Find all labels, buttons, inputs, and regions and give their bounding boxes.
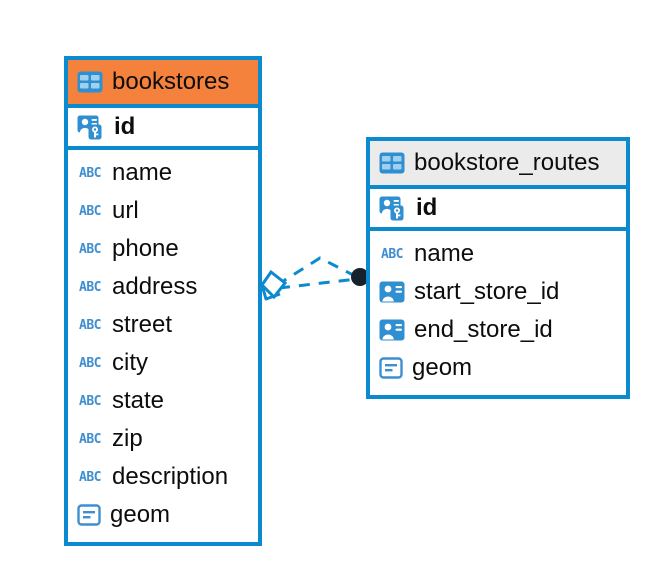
column-row-end-store-id[interactable]: end_store_id <box>370 311 626 349</box>
column-row-primary-key[interactable]: id <box>370 185 626 231</box>
column-label: name <box>112 159 173 186</box>
table-title: bookstore_routes <box>414 149 600 176</box>
column-label: geom <box>412 354 473 381</box>
primary-key-icon <box>77 115 102 140</box>
table-icon <box>379 152 405 174</box>
column-label: end_store_id <box>414 316 553 343</box>
foreign-key-icon <box>379 281 405 303</box>
column-row-phone[interactable]: ABC phone <box>68 230 258 268</box>
table-bookstore-routes[interactable]: bookstore_routes id ABC name <box>366 137 630 399</box>
text-type-icon: ABC <box>79 241 101 257</box>
column-label: address <box>112 273 198 300</box>
column-row-city[interactable]: ABC city <box>68 344 258 382</box>
relationship-diamond-endpoint <box>260 269 288 301</box>
text-type-icon: ABC <box>79 279 101 295</box>
column-row-url[interactable]: ABC url <box>68 192 258 230</box>
column-label: description <box>112 463 229 490</box>
table-header-bookstores[interactable]: bookstores <box>68 60 258 104</box>
text-type-icon: ABC <box>79 355 101 371</box>
column-list-bookstores: ABC name ABC url ABC phone ABC address A… <box>68 150 258 534</box>
column-label: name <box>414 240 475 267</box>
text-type-icon: ABC <box>79 165 101 181</box>
column-label: url <box>112 197 139 224</box>
text-type-icon: ABC <box>381 246 403 262</box>
column-row-zip[interactable]: ABC zip <box>68 420 258 458</box>
text-type-icon: ABC <box>79 431 101 447</box>
table-icon <box>77 71 103 93</box>
column-row-geom[interactable]: geom <box>370 349 626 387</box>
column-row-geom[interactable]: geom <box>68 496 258 534</box>
table-bookstores[interactable]: bookstores id ABC name <box>64 56 262 546</box>
text-type-icon: ABC <box>79 393 101 409</box>
text-type-icon: ABC <box>79 469 101 485</box>
table-header-bookstore-routes[interactable]: bookstore_routes <box>370 141 626 185</box>
geometry-type-icon <box>379 357 403 379</box>
column-label: start_store_id <box>414 278 560 305</box>
text-type-icon: ABC <box>79 317 101 333</box>
table-title: bookstores <box>112 68 230 95</box>
relationship-line-upper <box>276 256 358 287</box>
foreign-key-icon <box>379 319 405 341</box>
primary-key-icon <box>379 196 404 221</box>
column-row-primary-key[interactable]: id <box>68 104 258 150</box>
column-label: id <box>114 113 136 140</box>
column-label: phone <box>112 235 179 262</box>
column-label: city <box>112 349 148 376</box>
text-type-icon: ABC <box>79 203 101 219</box>
column-row-name[interactable]: ABC name <box>68 154 258 192</box>
column-row-name[interactable]: ABC name <box>370 235 626 273</box>
column-list-bookstore-routes: ABC name start_store_id <box>370 231 626 387</box>
column-row-state[interactable]: ABC state <box>68 382 258 420</box>
column-label: geom <box>110 501 171 528</box>
column-row-description[interactable]: ABC description <box>68 458 258 496</box>
column-label: street <box>112 311 173 338</box>
column-row-address[interactable]: ABC address <box>68 268 258 306</box>
relationship-line-lower <box>278 277 358 290</box>
column-row-start-store-id[interactable]: start_store_id <box>370 273 626 311</box>
column-label: state <box>112 387 165 414</box>
column-label: id <box>416 194 438 221</box>
geometry-type-icon <box>77 504 101 526</box>
column-label: zip <box>112 425 143 452</box>
column-row-street[interactable]: ABC street <box>68 306 258 344</box>
